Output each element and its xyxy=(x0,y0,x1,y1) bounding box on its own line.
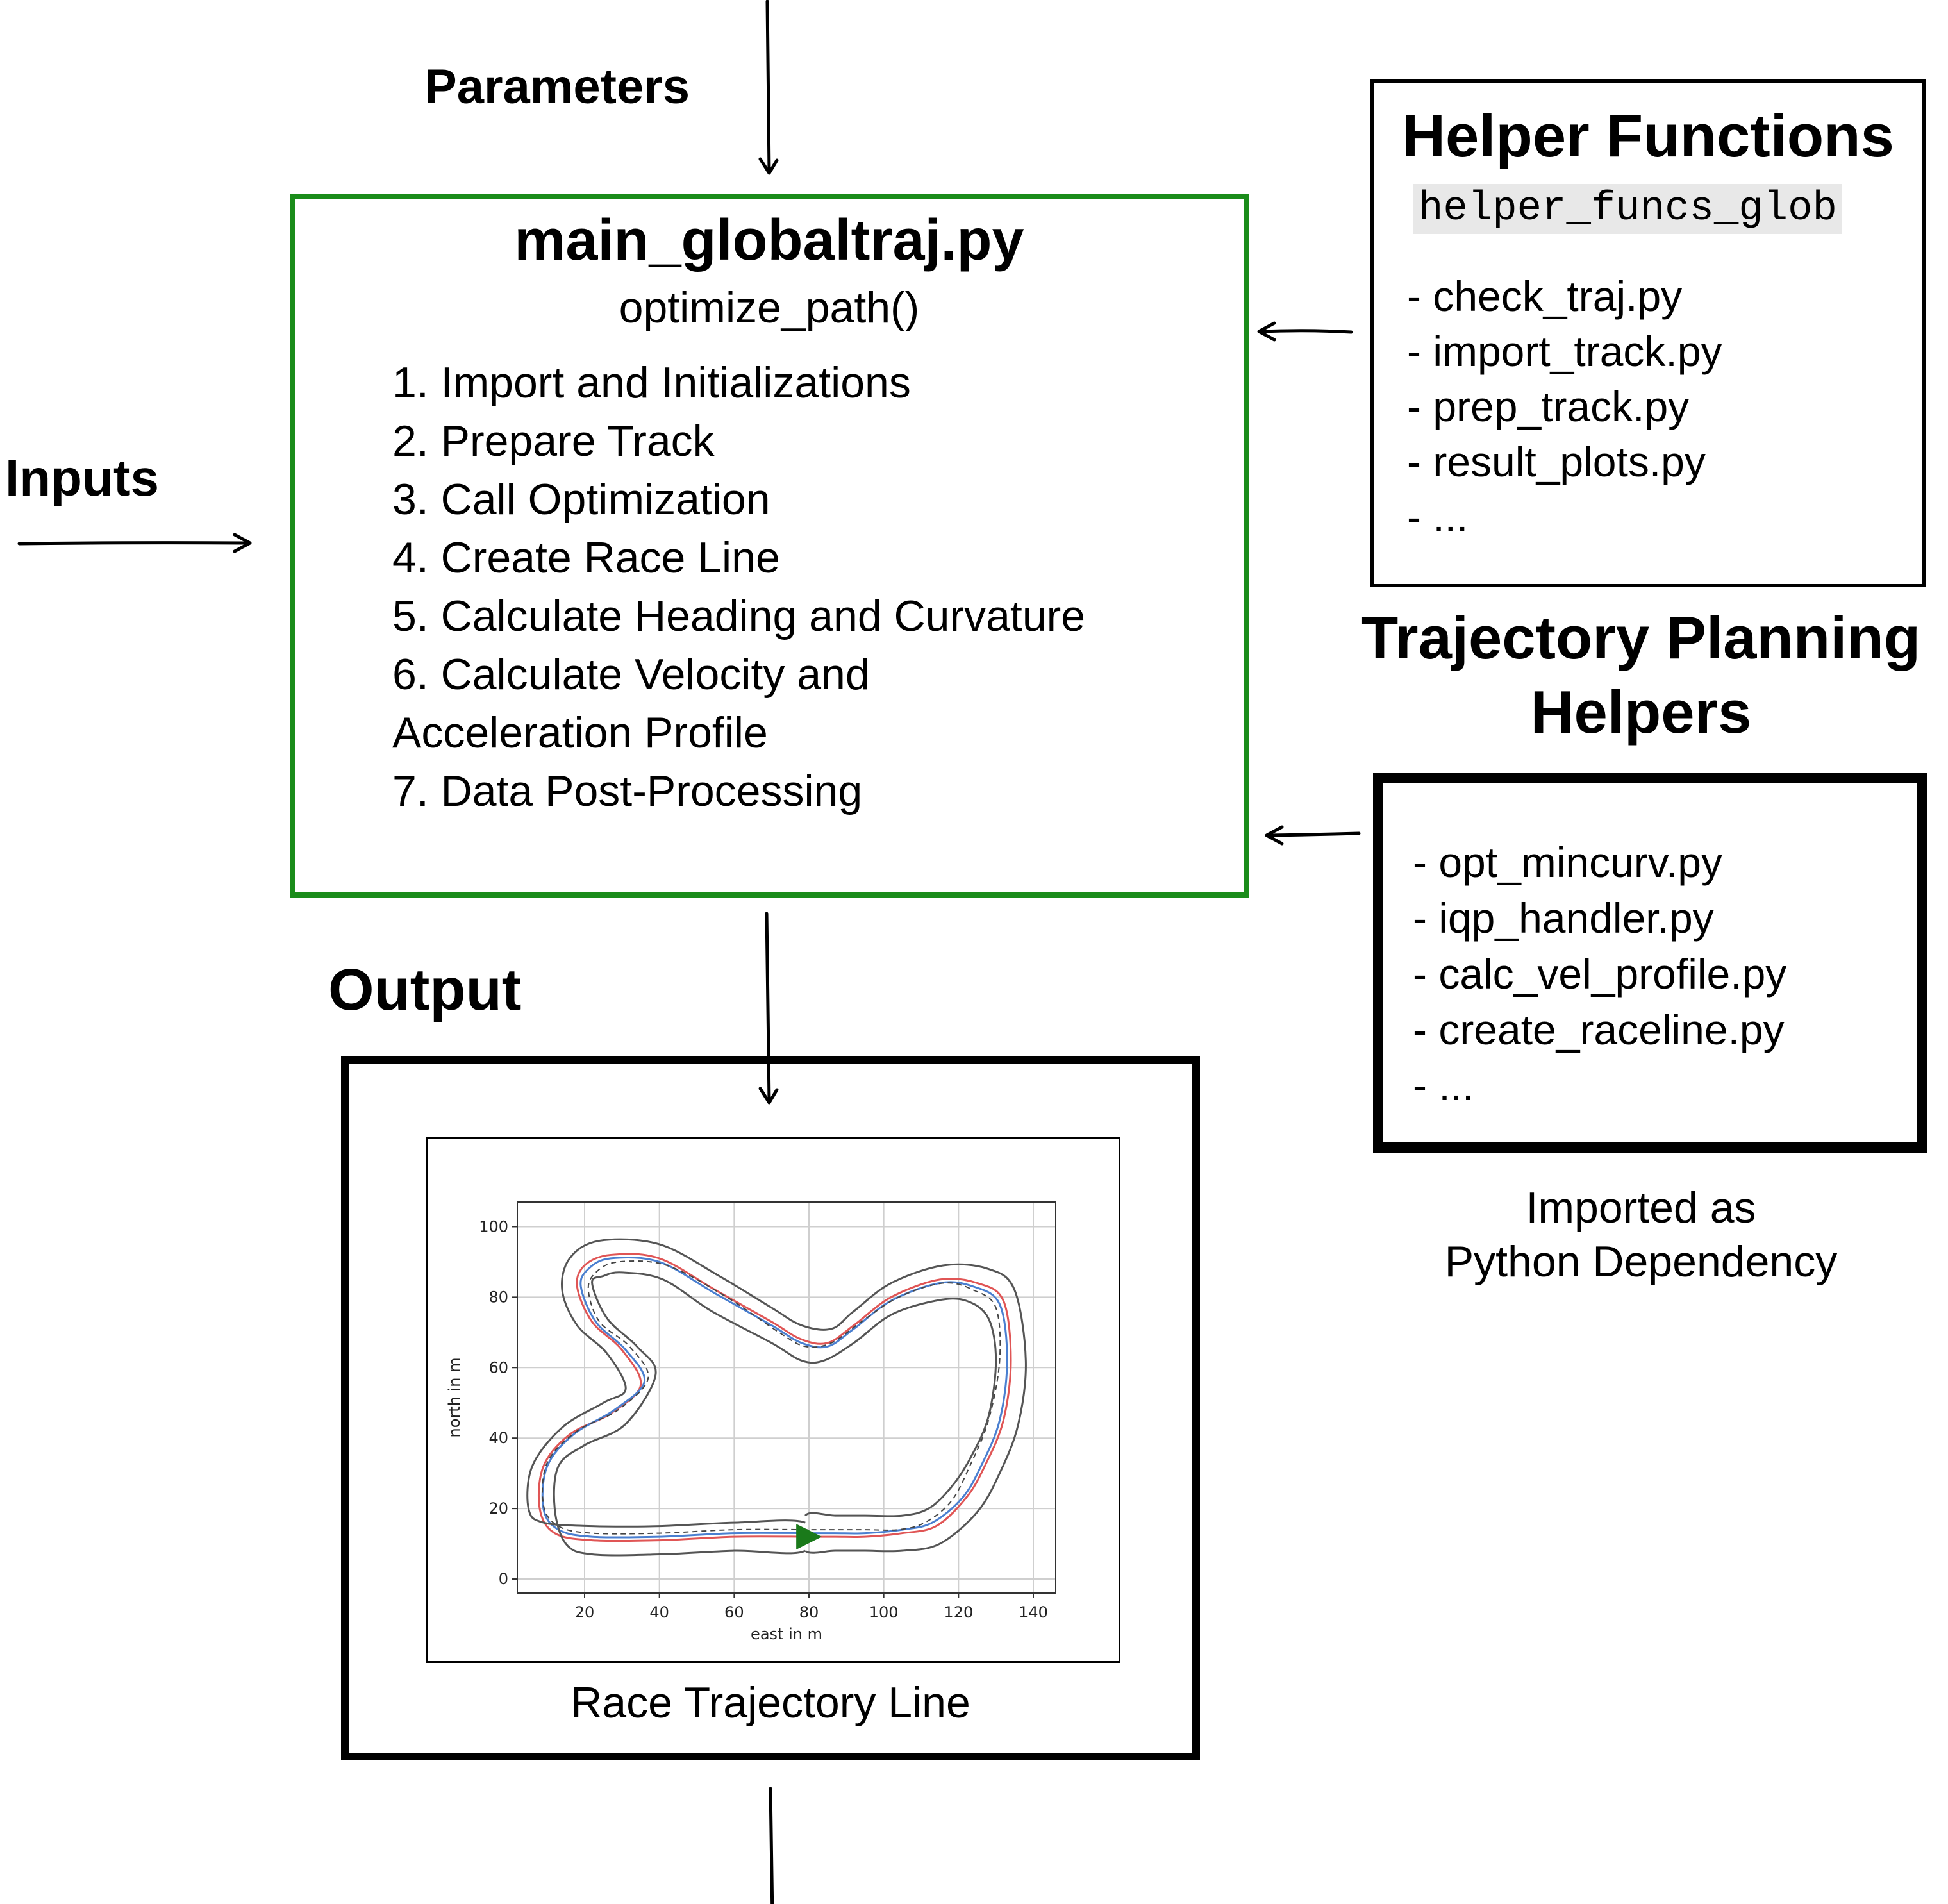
step-item: 3. Call Optimization xyxy=(392,475,770,524)
main-box-subtitle: optimize_path() xyxy=(619,283,920,332)
helper-item: - prep_track.py xyxy=(1407,383,1690,430)
race-trajectory-plot: 20 40 60 80 100 120 140 0 20 40 60 80 100 east in m no… xyxy=(445,1201,1056,1643)
track-series-line xyxy=(541,1256,1008,1539)
helper-box-title: Helper Functions xyxy=(1402,102,1894,169)
step-item: 5. Calculate Heading and Curvature xyxy=(392,592,1086,640)
y-tick-label: 100 xyxy=(479,1217,508,1235)
step-item: 2. Prepare Track xyxy=(392,417,715,465)
parameters-arrow xyxy=(765,0,771,174)
parameters-label: Parameters xyxy=(424,60,690,114)
track-series-line xyxy=(542,1260,1001,1535)
step-item: 1. Import and Initializations xyxy=(392,358,911,407)
helper-arrow xyxy=(1258,329,1353,334)
tph-item: - calc_vel_profile.py xyxy=(1413,950,1787,998)
step-item: 4. Create Race Line xyxy=(392,533,780,582)
main-box-steps: 1. Import and Initializations 2. Prepare… xyxy=(392,354,1085,821)
step-item: Acceleration Profile xyxy=(392,708,768,757)
helper-functions-box: Helper Functions helper_funcs_glob - che… xyxy=(1370,79,1926,587)
axes-frame xyxy=(517,1201,1056,1594)
tph-item: - iqp_handler.py xyxy=(1413,894,1714,942)
y-tick-label: 40 xyxy=(488,1429,508,1447)
track-series-line xyxy=(553,1271,997,1557)
step-item: 6. Calculate Velocity and xyxy=(392,650,870,699)
x-tick-label: 100 xyxy=(869,1603,899,1621)
tph-title-line2: Helpers xyxy=(1530,678,1752,746)
helper-module-name: helper_funcs_glob xyxy=(1413,184,1842,234)
x-tick-label: 80 xyxy=(799,1603,819,1621)
start-marker xyxy=(796,1524,822,1550)
output-arrow xyxy=(765,912,771,1103)
plot-frame: 20 40 60 80 100 120 140 0 20 40 60 80 100 east in m no… xyxy=(426,1137,1120,1663)
helper-item: - import_track.py xyxy=(1407,328,1722,375)
x-tick-label: 20 xyxy=(575,1603,595,1621)
x-tick-label: 60 xyxy=(724,1603,744,1621)
inputs-arrow xyxy=(17,541,251,546)
bottom-arrow xyxy=(769,1787,774,1904)
tph-items: - opt_mincurv.py - iqp_handler.py - calc… xyxy=(1413,835,1786,1114)
helper-item: - check_traj.py xyxy=(1407,272,1683,320)
output-label: Output xyxy=(328,957,522,1023)
y-tick-label: 60 xyxy=(488,1358,508,1376)
y-tick-label: 20 xyxy=(488,1499,508,1517)
helper-items: - check_traj.py - import_track.py - prep… xyxy=(1407,269,1722,544)
y-tick-label: 80 xyxy=(488,1288,508,1306)
track-series-line xyxy=(526,1238,1027,1554)
tph-arrow xyxy=(1266,831,1361,837)
track-series-line xyxy=(537,1253,1012,1542)
tph-item: - ... xyxy=(1413,1062,1474,1109)
x-tick-label: 140 xyxy=(1019,1603,1048,1621)
x-axis-label: east in m xyxy=(751,1625,822,1643)
y-tick-label: 0 xyxy=(499,1570,508,1588)
tph-title-line1: Trajectory Planning xyxy=(1361,604,1921,671)
output-caption: Race Trajectory Line xyxy=(570,1678,970,1727)
step-item: 7. Data Post-Processing xyxy=(392,767,863,815)
main-globaltraj-box: main_globaltraj.py optimize_path() 1. Im… xyxy=(290,194,1249,898)
imported-line2: Python Dependency xyxy=(1444,1237,1838,1286)
imported-line1: Imported as xyxy=(1526,1183,1756,1232)
tph-item: - opt_mincurv.py xyxy=(1413,839,1722,886)
inputs-label: Inputs xyxy=(5,449,159,506)
helper-item: - result_plots.py xyxy=(1407,438,1706,485)
main-box-title: main_globaltraj.py xyxy=(514,208,1024,272)
tph-item: - create_raceline.py xyxy=(1413,1006,1785,1053)
x-tick-label: 40 xyxy=(649,1603,669,1621)
tph-box: - opt_mincurv.py - iqp_handler.py - calc… xyxy=(1373,773,1927,1153)
y-axis-label: north in m xyxy=(445,1358,463,1438)
x-tick-label: 120 xyxy=(944,1603,973,1621)
helper-item: - ... xyxy=(1407,493,1469,540)
output-box: 20 40 60 80 100 120 140 0 20 40 60 80 100 east in m no… xyxy=(341,1056,1200,1760)
